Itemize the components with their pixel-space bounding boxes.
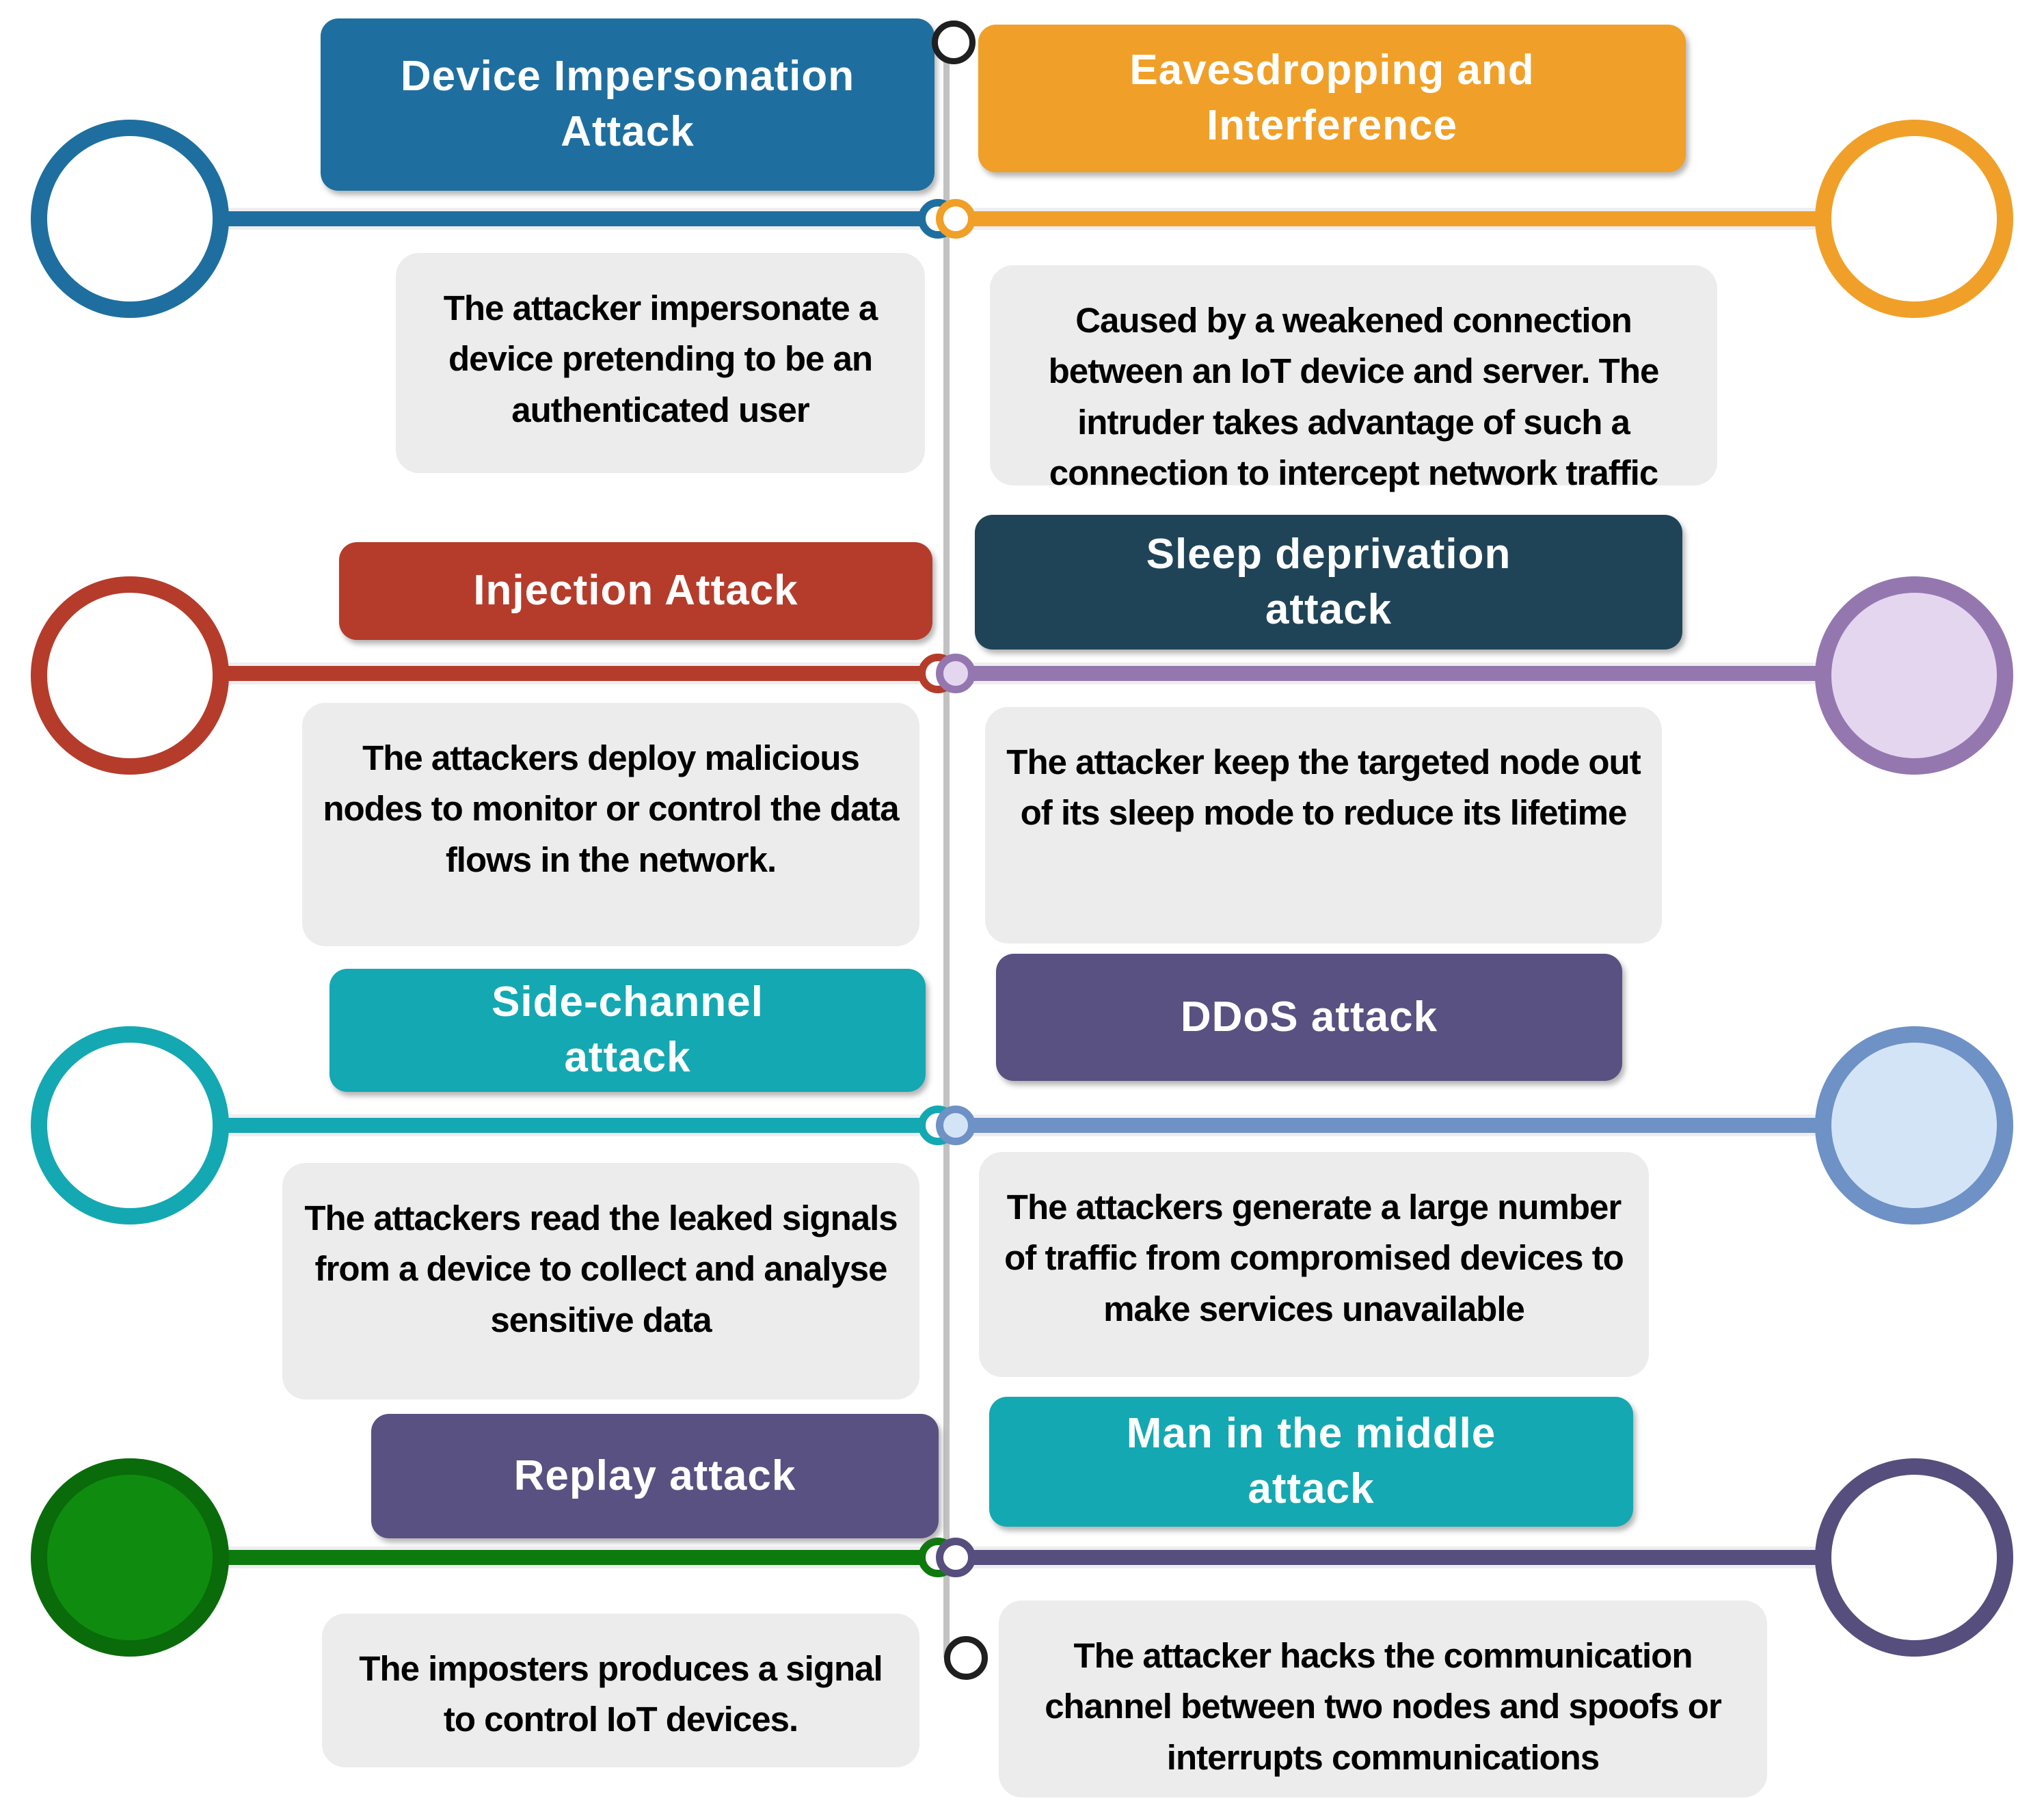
row2-right-title-box: Sleep deprivation attack: [975, 515, 1682, 650]
row4-right-connector-line: [950, 1550, 1829, 1565]
row2-right-title: Sleep deprivation attack: [1146, 530, 1511, 633]
row3-left-title: Side-channel attack: [492, 978, 764, 1081]
row1-right-junction-dot: [936, 199, 976, 239]
row1-left-title: Device Impersonation Attack: [400, 53, 855, 155]
row4-right-title: Man in the middle attack: [1126, 1410, 1496, 1512]
row1-left-title-box: Device Impersonation Attack: [321, 18, 934, 191]
spine-bottom-terminal-circle: [944, 1636, 988, 1680]
row2-right-description-box: The attacker keep the targeted node out …: [985, 707, 1662, 944]
row3-left-title-box: Side-channel attack: [330, 969, 926, 1092]
row4-right-junction-dot: [936, 1538, 976, 1577]
row2-left-title-box: Injection Attack: [339, 542, 932, 640]
row4-right-title-box: Man in the middle attack: [989, 1397, 1633, 1527]
row3-right-title-box: DDoS attack: [996, 954, 1622, 1081]
row1-right-title: Eavesdropping and Interference: [1129, 46, 1535, 149]
row3-right-junction-dot: [936, 1106, 976, 1145]
row2-left-connector-line: [120, 666, 950, 681]
row3-right-description: The attackers generate a large number of…: [1004, 1188, 1624, 1328]
row4-right-description-box: The attacker hacks the communication cha…: [999, 1601, 1767, 1797]
row4-left-title: Replay attack: [513, 1451, 796, 1499]
row3-left-description: The attackers read the leaked signals fr…: [304, 1199, 898, 1339]
center-spine-line: [943, 42, 950, 1658]
row1-right-description-box: Caused by a weakened connection between …: [990, 265, 1717, 492]
row1-left-description: The attacker impersonate a device preten…: [443, 289, 878, 429]
row4-left-description: The imposters produces a signal to contr…: [359, 1649, 883, 1739]
row2-right-description: The attacker keep the targeted node out …: [1006, 742, 1641, 833]
row1-right-node-circle: [1815, 120, 2013, 318]
row2-right-junction-dot: [936, 654, 976, 693]
row1-left-connector-line: [120, 211, 950, 226]
row3-right-description-box: The attackers generate a large number of…: [979, 1152, 1649, 1377]
row3-left-description-box: The attackers read the leaked signals fr…: [282, 1163, 919, 1400]
row1-left-node-circle: [31, 120, 229, 318]
row4-left-description-box: The imposters produces a signal to contr…: [322, 1614, 919, 1767]
row2-left-node-circle: [31, 576, 229, 775]
row1-right-title-box: Eavesdropping and Interference: [978, 25, 1686, 172]
row1-right-description: Caused by a weakened connection between …: [1048, 301, 1660, 493]
row2-left-title: Injection Attack: [473, 567, 798, 615]
row4-left-node-circle: [31, 1458, 229, 1657]
row2-right-connector-line: [950, 666, 1829, 681]
row3-right-connector-line: [950, 1118, 1829, 1133]
row3-right-node-circle: [1815, 1026, 2013, 1225]
row2-left-description-box: The attackers deploy malicious nodes to …: [302, 703, 919, 946]
row3-left-node-circle: [31, 1026, 229, 1225]
row2-left-description: The attackers deploy malicious nodes to …: [323, 738, 899, 879]
row3-left-connector-line: [120, 1118, 950, 1133]
row4-right-node-circle: [1815, 1458, 2013, 1657]
row2-right-node-circle: [1815, 576, 2013, 775]
row4-left-connector-line: [120, 1550, 950, 1565]
row1-left-description-box: The attacker impersonate a device preten…: [396, 253, 925, 473]
row4-left-title-box: Replay attack: [371, 1414, 939, 1538]
spine-top-terminal-circle: [932, 21, 976, 64]
row1-right-connector-line: [950, 211, 1829, 226]
row3-right-title: DDoS attack: [1180, 993, 1438, 1041]
row4-right-description: The attacker hacks the communication cha…: [1045, 1636, 1722, 1777]
